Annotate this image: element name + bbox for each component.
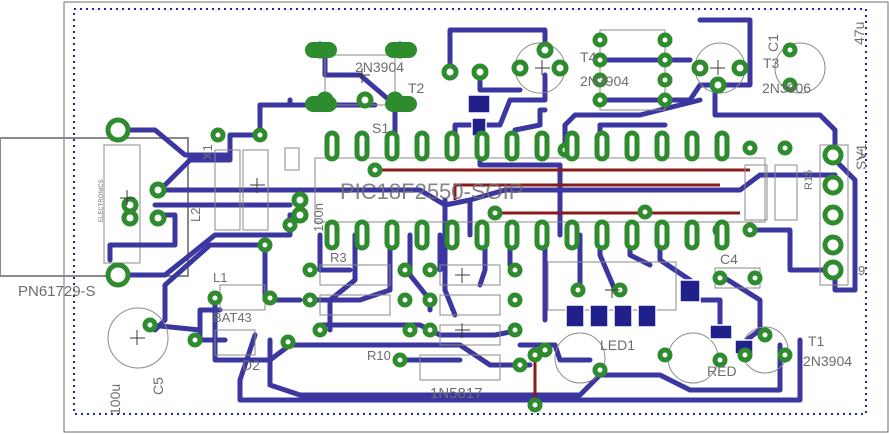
r-mid-4 — [439, 294, 501, 316]
d1-value: 1N5817 — [430, 385, 483, 402]
r-left-2 — [242, 149, 269, 231]
led1-ref: LED1 — [600, 337, 635, 353]
r10-ref: R10 — [367, 348, 391, 363]
r-mid-1 — [319, 264, 391, 286]
r-mid-3 — [439, 264, 501, 286]
c5-outline — [107, 307, 169, 369]
t2-ref: T2 — [408, 80, 425, 96]
board-outline — [63, 1, 889, 433]
sv1-ref: SV1 — [853, 143, 869, 170]
board-keepout-dots — [73, 8, 867, 415]
l2-ref: L2 — [188, 208, 203, 222]
smd-pads — [467, 94, 754, 355]
ic-pins — [324, 130, 730, 251]
t1-ref: T1 — [808, 333, 825, 349]
r-group-outline — [599, 29, 666, 111]
c1-ref: C1 — [765, 34, 781, 52]
pin-9-label: 9 — [858, 263, 865, 278]
r15-ref: R15 — [803, 170, 815, 190]
led1-outline — [554, 332, 606, 384]
connector-brand: ELECTRONICS — [99, 179, 105, 222]
d2-outline — [214, 329, 256, 356]
connector-name: PN61729-S — [18, 283, 96, 300]
c1-outline — [774, 42, 826, 94]
c5-value: 100u — [107, 384, 123, 415]
crystal-outline — [547, 261, 677, 311]
crosshairs — [120, 60, 725, 345]
c4-ref: C4 — [720, 251, 738, 267]
ic-label: PIC18F2550-SOIP — [340, 179, 523, 204]
c1-value: 47u — [851, 22, 867, 45]
t2-oval-pads — [305, 42, 417, 112]
l1-ref: L1 — [213, 270, 227, 285]
t1-value: 2N3904 — [803, 353, 852, 369]
l1-value: BAT43 — [213, 310, 252, 325]
led2-value: RED — [707, 363, 737, 379]
x1-ref: X1 — [200, 144, 215, 160]
l1-outline — [219, 284, 266, 311]
t4-ref: T4 — [580, 49, 597, 65]
t3-ref: T3 — [763, 55, 780, 71]
c5-ref: C5 — [150, 377, 166, 395]
t4-value: 2N3904 — [580, 73, 629, 89]
d1-outline — [419, 354, 501, 381]
r-mid-2 — [319, 294, 391, 316]
r3-ref: R3 — [330, 250, 347, 265]
r-left-1 — [214, 149, 241, 231]
tr-small — [284, 147, 300, 171]
socket-label: S1 — [372, 120, 389, 136]
r-right-2 — [744, 164, 768, 221]
c3-value: 100n — [311, 203, 326, 232]
pin-1-label: 1 — [858, 146, 865, 161]
t3-value: 2N3906 — [762, 80, 811, 96]
labels: PIC18F2550-SOIP S1 2N3904 T2 T4 2N3904 T… — [107, 22, 869, 415]
t2-value: 2N3904 — [355, 59, 404, 75]
r15-outline — [774, 164, 798, 221]
d2-ref: D2 — [242, 357, 260, 373]
r-mid-5 — [439, 324, 501, 346]
